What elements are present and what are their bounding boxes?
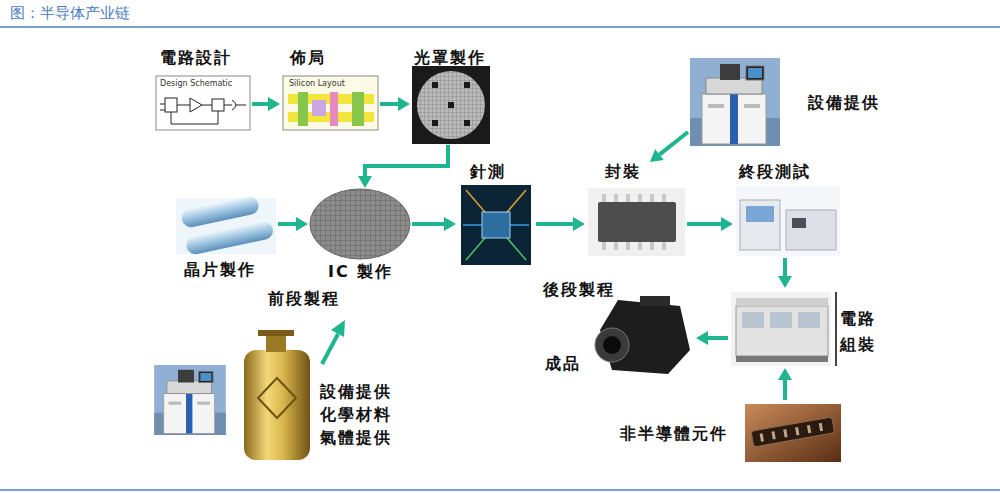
arrow-shaft — [252, 102, 268, 106]
arrow-head — [778, 276, 792, 288]
flow-arrow — [380, 97, 410, 111]
stage-node: 設備提供 — [688, 55, 883, 150]
stage-node: 終段測試 — [733, 162, 843, 258]
flow-arrow — [536, 217, 585, 231]
stage-label: 設備提供 — [808, 93, 880, 112]
stage-label: 光罩製作 — [414, 48, 486, 67]
stage-node: 針測 — [456, 162, 536, 268]
stage-node: 電路組裝 — [728, 288, 883, 368]
flow-arrow — [650, 132, 688, 162]
flow-arrow — [412, 217, 456, 231]
flow-arrow — [278, 217, 308, 231]
stage-label: 電路組裝 — [840, 306, 880, 357]
flow-arrow — [778, 368, 792, 400]
arrow-shaft — [278, 222, 296, 226]
arrow-shaft — [687, 222, 721, 226]
stage-node: 封裝 — [585, 162, 687, 258]
arrow-head — [650, 149, 664, 162]
arrow-head — [268, 97, 280, 111]
stage-label: 封裝 — [605, 162, 641, 181]
stage-label: 非半導體元件 — [620, 424, 728, 443]
stage-label: 終段測試 — [739, 162, 811, 181]
stage-label: 佈局 — [290, 48, 326, 67]
arrow-shaft — [412, 222, 444, 226]
stage-label: 成品 — [545, 354, 581, 373]
stage-node: 佈局 — [280, 48, 380, 134]
arrow-head — [444, 217, 456, 231]
arrow-shaft — [536, 222, 573, 226]
stage-node: 設備提供 化學材料 氣體提供 — [145, 328, 403, 464]
stage-label: 電路設計 — [160, 48, 232, 67]
stage-label: 設備提供 化學材料 氣體提供 — [320, 380, 400, 450]
stage-node: 非半導體元件 — [615, 400, 845, 464]
stage-label: 晶片製作 — [184, 260, 256, 279]
illustration-caption: Silicon Layout — [289, 79, 345, 88]
arrow-shaft — [783, 380, 787, 400]
flow-arrow — [252, 97, 280, 111]
arrow-shaft — [365, 145, 448, 176]
stage-node: IC 製作 — [308, 188, 412, 284]
stage-node: 電路設計 — [152, 48, 252, 134]
stage-node: 光罩製作 — [410, 48, 494, 145]
flow-arrow — [696, 331, 728, 345]
stage-label: 針測 — [470, 162, 506, 181]
stage-node: 晶片製作 — [172, 188, 278, 282]
flow-arrow — [358, 145, 448, 188]
stage-group-label: 前段製程 — [268, 289, 340, 310]
stage-label: IC 製作 — [328, 262, 393, 281]
arrow-head — [296, 217, 308, 231]
arrow-head — [358, 176, 372, 188]
arrow-head — [573, 217, 585, 231]
arrow-shaft — [659, 132, 688, 155]
figure-title: 图：半导体产业链 — [10, 4, 130, 23]
arrow-head — [696, 331, 708, 345]
arrow-shaft — [708, 336, 728, 340]
arrow-head — [778, 368, 792, 380]
flow-arrow — [687, 217, 733, 231]
arrow-head — [398, 97, 410, 111]
stage-node: 成品 — [540, 292, 696, 378]
arrow-shaft — [380, 102, 398, 106]
arrow-head — [721, 217, 733, 231]
arrow-shaft — [783, 258, 787, 276]
stage-group-label: 後段製程 — [543, 280, 615, 301]
flow-arrow — [778, 258, 792, 288]
illustration-caption: Design Schematic — [160, 79, 232, 88]
